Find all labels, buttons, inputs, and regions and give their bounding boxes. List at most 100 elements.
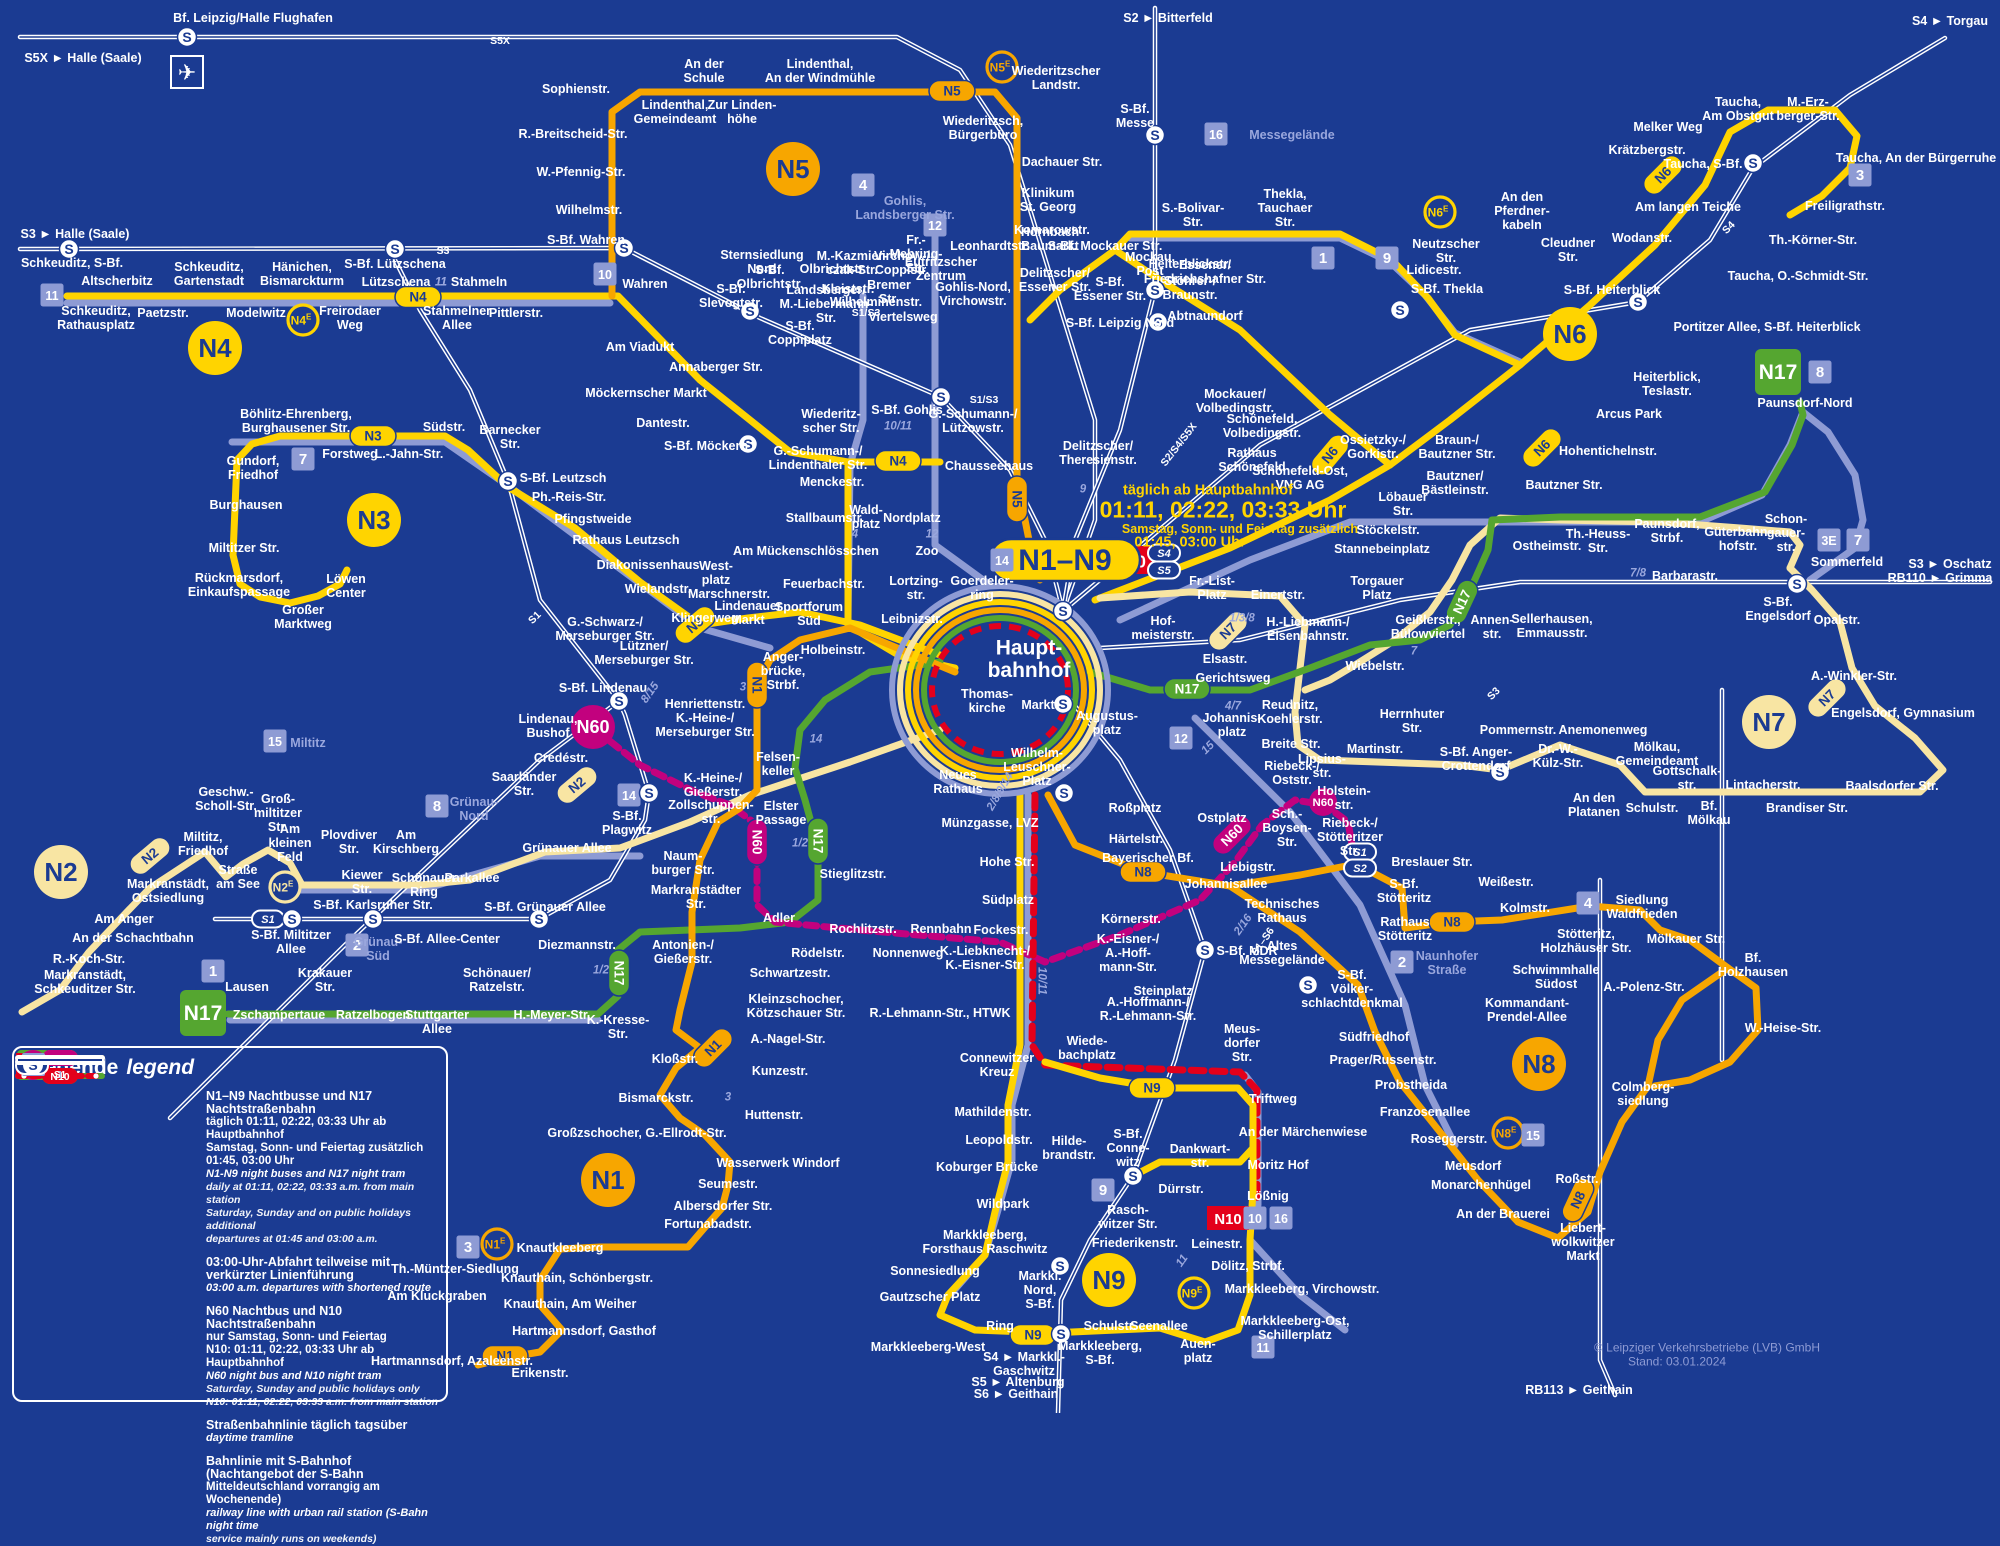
station-label: G.-Schumann-/Lützowstr. (929, 407, 1018, 435)
station-label: S-Bf. Lützschena (344, 257, 446, 271)
station-label: Reudnitz,Koehlerstr. (1257, 698, 1322, 726)
station-label: H.-Meyer-Str. (513, 1008, 590, 1022)
tram-number-square (593, 262, 617, 286)
tram-number-label: 8 (433, 798, 441, 815)
line-pill-N9-label: N9 (1143, 1081, 1160, 1096)
station-label: Nordplatz (883, 511, 941, 525)
svg-text:N10: N10 (50, 1071, 69, 1083)
line-pill-N2-bg (556, 765, 598, 805)
line-pill-N17: N17 (607, 949, 631, 997)
railway-line-inner (1057, 699, 1206, 1413)
station-label: S-Bf. Leipzig Nord (1066, 316, 1174, 330)
station-label: Moritz Hof (1247, 1158, 1309, 1172)
station-label: Th.-Körner-Str. (1769, 233, 1857, 247)
line-pill-N8-bg (1561, 1177, 1595, 1223)
daytime-tram-line (1246, 1236, 1349, 1334)
station-label: Taucha, S-Bf. (1664, 157, 1743, 171)
station-label: Zur Linden-höhe (708, 98, 777, 126)
station-label: Geißlerstr.,Bülowviertel (1391, 613, 1465, 641)
station-label: Miltitz,Friedhof (178, 830, 229, 858)
station-label: Leopoldstr. (965, 1133, 1032, 1147)
station-label: S6 ► Geithain (974, 1387, 1059, 1401)
line-pill-N6: N6 (1642, 154, 1684, 196)
station-label: Wilhelm-Leuschner-Platz (1003, 746, 1070, 788)
sbahn-station-icon (739, 300, 761, 322)
station-label: Liebigstr. (1220, 860, 1276, 874)
sbahn-station-icon (1297, 974, 1319, 996)
station-label: Samstag, Sonn- und Feiertag zusätzlich (1122, 522, 1358, 536)
legend-text-de: nur Samstag, Sonn- und Feiertag (206, 1331, 387, 1343)
station-label: Schulstr. (1626, 801, 1679, 815)
station-label: M.-Erz-berger-Str. (1776, 95, 1839, 123)
line-badge-N7-label: N7 (1752, 707, 1785, 737)
line-badge-N5-label: N5 (776, 154, 809, 184)
station-label: Kommandant-Prendel-Allee (1485, 996, 1569, 1024)
station-label: S1/S3 (970, 394, 999, 406)
station-label: Lützner/Merseburger Str. (594, 639, 693, 667)
station-label: Dantestr. (636, 416, 690, 430)
station-label: Lützschena (362, 275, 432, 289)
sbahn-station-icon-s: S (1056, 1326, 1065, 1342)
tram-number-label: 3 (464, 1239, 472, 1256)
station-label: A.-Hoffmann-/R.-Lehmann-Str. (1100, 995, 1197, 1023)
station-label: Diakonissenhaus (597, 558, 700, 572)
station-label: Leinestr. (1191, 1237, 1242, 1251)
station-label: Annen-str. (1470, 613, 1513, 641)
line-pill-N6: N6 (1521, 427, 1563, 469)
legend-row-sample: N1N17 (15, 1050, 206, 1094)
station-label: Gohlis-Nord,Virchowstr. (935, 280, 1011, 308)
station-label: Ring (986, 1319, 1014, 1333)
station-label: K.-Kresse-Str. (587, 1013, 650, 1041)
legend-text-en: N10: 01:11, 02:22, 03:33 a.m. from main … (206, 1396, 439, 1408)
legend-row-4: S1SS1Bahnlinie mit S-Bahnhof (Nachtangeb… (15, 1055, 440, 1546)
legend-text-de: 03:00-Uhr-Abfahrt teilweise mit verkürzt… (206, 1255, 391, 1282)
station-label: Schkeuditz, S-Bf. (21, 256, 123, 270)
station-label: Portitzer Allee, S-Bf. Heiterblick (1673, 320, 1860, 334)
station-label: 3 (740, 682, 747, 694)
tram-number-square (1311, 246, 1335, 270)
sbahn-station-icon-s: S (1633, 294, 1642, 310)
station-label: Feuerbachstr. (783, 577, 865, 591)
station-label: Lidicestr. (1407, 263, 1462, 277)
station-label: Krätzbergstr. (1608, 143, 1685, 157)
station-label: Roseggerstr. (1411, 1132, 1487, 1146)
legend-text-en: Saturday, Sunday and public holidays onl… (206, 1383, 420, 1395)
line-pill-N1-bg (481, 1344, 529, 1368)
station-label: Einertstr. (1251, 588, 1305, 602)
station-label: Engelsdorf, Gymnasium (1831, 706, 1975, 720)
station-label: Marschnerstr. (688, 587, 770, 601)
station-label: Monarchenhügel (1431, 1178, 1531, 1192)
line-pill-N2-bg (129, 836, 171, 876)
station-label: Paunsdorf-Nord (1757, 396, 1852, 410)
line-pill-N1: N1 (692, 1027, 734, 1069)
station-label: Pfingstweide (554, 512, 631, 526)
station-label: Hänichen,Bismarckturm (260, 260, 344, 288)
station-label: Gundorf,Friedhof (227, 454, 280, 482)
station-label: Rathaus Leutzsch (573, 533, 680, 547)
legend-row-text: Bahnlinie mit S-Bahnhof (Nachtangebot de… (206, 1455, 440, 1546)
line-pill-N5-label: N5 (943, 84, 961, 99)
station-label: Henriettenstr. (665, 697, 746, 711)
line-badge-N10-label: N10 (1214, 1212, 1241, 1228)
sbahn-station-icon (1122, 1165, 1144, 1187)
station-label: 3 (725, 1092, 732, 1104)
line-pill-N4-bg (874, 449, 922, 473)
tram-number-label: 8 (1816, 364, 1824, 381)
station-label: Kunzestr. (752, 1064, 808, 1078)
sbahn-station-icon-s: S (745, 303, 754, 319)
sbahn-station-icon (1144, 124, 1166, 146)
sbahn-pill-label: S5 (1157, 565, 1171, 577)
station-label: Roßplatz (1109, 801, 1162, 815)
station-label: Sophienstr. (542, 82, 610, 96)
station-label: W.-Heise-Str. (1745, 1021, 1821, 1035)
station-label: Stallbaumstr. (786, 511, 865, 525)
station-label: An der Brauerei (1456, 1207, 1550, 1221)
